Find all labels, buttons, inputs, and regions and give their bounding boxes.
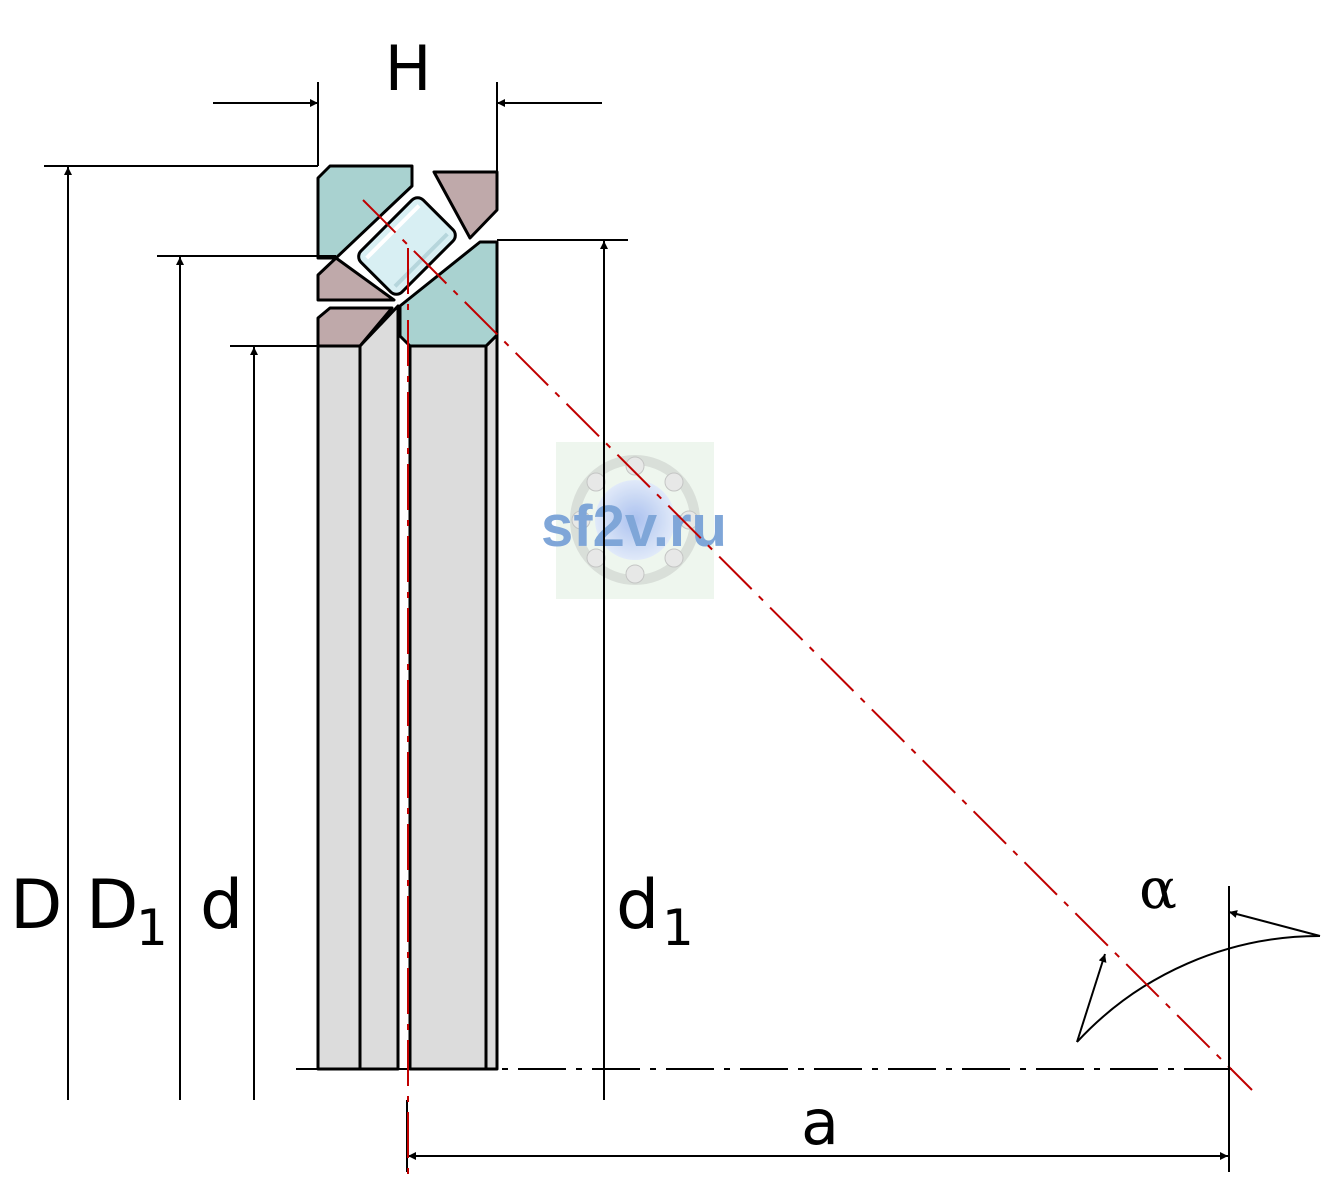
right-ring-outer-strip (484, 333, 499, 1071)
label-a: a (801, 1086, 839, 1159)
label-D1-subscript: 1 (136, 899, 168, 957)
dimension-lines (64, 99, 1321, 1160)
dimension-alpha-arrow-upper (1228, 910, 1321, 937)
bearing-body (316, 304, 499, 1071)
dimension-labels: H D D 1 d d 1 a α (10, 32, 1177, 1159)
label-d: d (200, 866, 243, 945)
watermark: sf2v.ru (541, 442, 727, 599)
label-d1: d (616, 866, 659, 945)
left-ring-inner-step (358, 304, 400, 1071)
ring-sections (316, 164, 499, 348)
left-ring-body (316, 344, 362, 1071)
inner-ring-section (398, 240, 499, 348)
label-alpha: α (1139, 857, 1177, 922)
dimension-alpha-arrow-lower (1076, 953, 1107, 1043)
pressure-line (362, 199, 1253, 1091)
left-lower-ring-section (316, 306, 394, 348)
dimension-alpha-arc (1076, 934, 1321, 1043)
label-d1-subscript: 1 (662, 899, 694, 957)
right-ring-body (408, 344, 488, 1071)
roller (357, 196, 457, 296)
label-D: D (10, 866, 62, 945)
bearing-logo-icon (570, 455, 700, 585)
axes (296, 199, 1253, 1178)
label-H: H (385, 32, 432, 105)
top-right-ring-section (432, 170, 499, 240)
extension-lines (44, 82, 1230, 1172)
watermark-text: sf2v.ru (541, 494, 727, 559)
outer-ring-lower-section (316, 256, 396, 302)
label-D1: D (86, 866, 138, 945)
